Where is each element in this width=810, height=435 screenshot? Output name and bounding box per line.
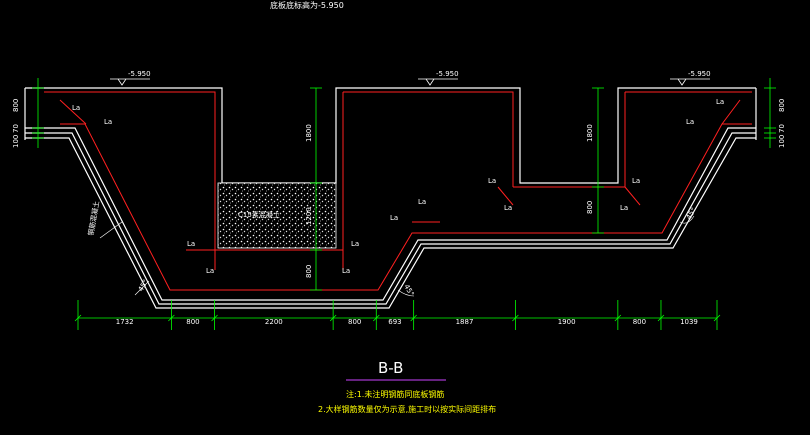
dim-value: 693 [388,318,401,326]
elevation-mid: -5.950 [436,70,459,78]
svg-text:La: La [418,198,426,206]
svg-text:La: La [351,240,359,248]
rebar [44,91,752,291]
dim-slash [74,314,82,322]
dim-value: 2200 [265,318,283,326]
elevation-markers [110,78,710,86]
dim-slash [211,314,218,322]
svg-text:800: 800 [305,265,313,278]
svg-text:100: 100 [778,135,786,148]
svg-text:La: La [206,267,214,275]
svg-text:800: 800 [12,99,20,112]
svg-text:La: La [72,104,80,112]
angle-2: 45° [402,283,415,298]
dim-value: 800 [186,318,199,326]
svg-text:La: La [716,98,724,106]
fill-box-label: C15素混凝土 [238,210,280,219]
bottom-dimension-values: 1732 800 2200 800 693 1887 1900 800 1039 [116,318,698,326]
svg-text:70: 70 [778,124,786,133]
angle-marks [134,215,695,297]
dim-slash [614,314,622,322]
elevation-left: -5.950 [128,70,151,78]
dim-value: 1900 [558,318,576,326]
svg-text:1800: 1800 [305,124,313,142]
svg-text:La: La [504,204,512,212]
dim-value: 1732 [116,318,134,326]
vertical-dim-text: 800 70 100 800 70 100 1800 1200 800 1800… [12,99,786,278]
dim-slash [410,314,417,322]
dim-value: 800 [348,318,361,326]
elevation-right: -5.950 [688,70,711,78]
svg-text:1800: 1800 [586,124,594,142]
dim-slash [329,314,337,322]
note-line-1: 注:1.未注明钢筋同底板钢筋 [346,389,444,399]
angle-1: 45° [137,278,150,293]
note-line-2: 2.大样钢筋数量仅为示意,施工时以按实际间距排布 [318,404,496,414]
svg-text:800: 800 [778,99,786,112]
svg-text:100: 100 [12,135,20,148]
svg-text:La: La [104,118,112,126]
svg-text:La: La [342,267,350,275]
la-labels: La La La La La La La La La La La La La L… [72,98,724,275]
dim-value: 1039 [680,318,698,326]
svg-text:La: La [620,204,628,212]
svg-text:La: La [632,177,640,185]
svg-text:La: La [686,118,694,126]
svg-text:La: La [488,177,496,185]
svg-text:La: La [187,240,195,248]
vertical-dimensions [32,78,776,291]
svg-text:800: 800 [586,201,594,214]
header-text: 底板底标高为-5.950 [270,0,344,10]
bottom-dimension-ticks [74,300,721,330]
side-note: 钢筋混凝土 [86,200,101,236]
dim-slash [713,314,721,322]
dim-value: 1887 [456,318,474,326]
section-title: B-B [378,359,403,377]
section-outline [24,87,757,309]
svg-text:1200: 1200 [305,207,313,225]
dim-slash [512,314,519,322]
svg-text:70: 70 [12,124,20,133]
svg-text:La: La [390,214,398,222]
dim-slash [372,314,380,322]
dim-value: 800 [633,318,646,326]
dim-slash [657,314,665,322]
dim-slash [168,314,175,322]
